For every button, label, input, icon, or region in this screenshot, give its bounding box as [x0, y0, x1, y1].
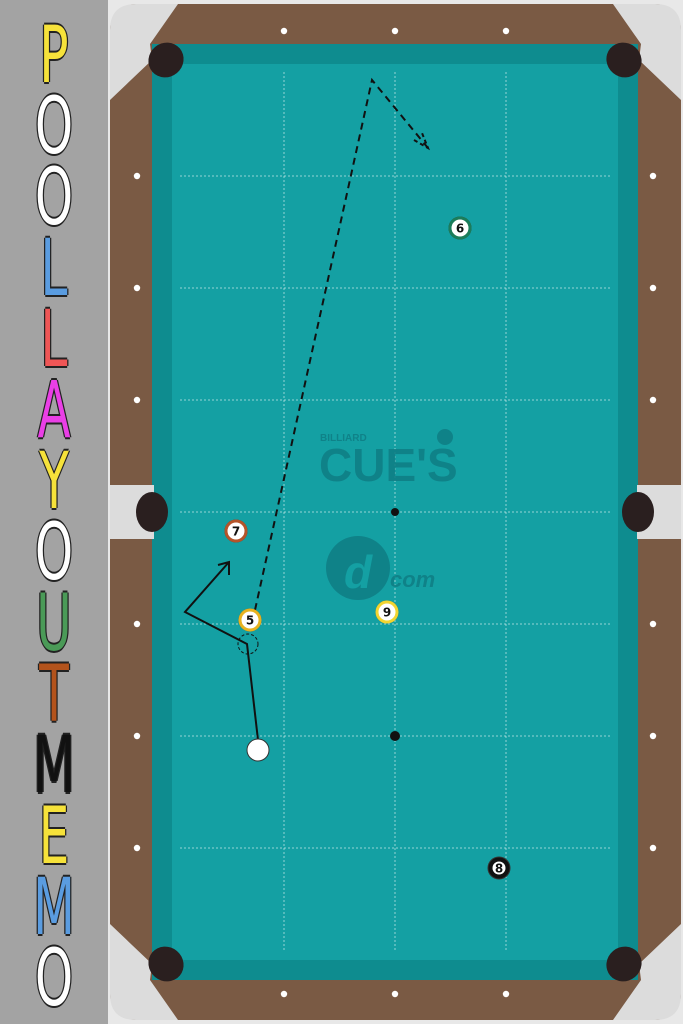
- logo-d-letter: d: [344, 546, 373, 598]
- ball-7[interactable]: 7: [224, 519, 248, 543]
- diamond-marker: [133, 396, 141, 404]
- diamond-marker: [649, 172, 657, 180]
- title-letter: P: [39, 11, 69, 101]
- diamond-marker: [133, 172, 141, 180]
- diamond-marker: [133, 620, 141, 628]
- logo-cues-text: CUE'S: [319, 439, 458, 491]
- cues-logo: BILLIARD CUE'S d com: [319, 429, 458, 600]
- logo-billiard-text: BILLIARD: [320, 433, 367, 444]
- ball-number: 6: [456, 222, 464, 236]
- foot-spot: [390, 731, 400, 741]
- title-letter: A: [37, 366, 71, 456]
- diamond-marker: [280, 27, 288, 35]
- title-letter: O: [34, 153, 74, 243]
- object-ball-path: [254, 77, 429, 611]
- title-letter: M: [33, 863, 75, 953]
- pool-table[interactable]: BILLIARD CUE'S d com 5 6 7 8 9: [108, 0, 683, 1024]
- ball-number: 9: [383, 606, 391, 620]
- cue-ball-path: [183, 561, 259, 741]
- object-path-arrowhead: [413, 132, 430, 151]
- ghost-ball: [237, 633, 259, 655]
- ball-9[interactable]: 9: [375, 600, 399, 624]
- ball-6[interactable]: 6: [448, 216, 472, 240]
- title-letter: T: [39, 650, 69, 740]
- ball-number: 5: [246, 614, 254, 628]
- title-letter: M: [33, 721, 75, 811]
- rail-diamonds: [133, 27, 657, 998]
- ball-8[interactable]: 8: [487, 856, 511, 880]
- ball-5[interactable]: 5: [238, 608, 262, 632]
- diamond-marker: [133, 732, 141, 740]
- title-letter: O: [34, 934, 74, 1024]
- diamond-marker: [391, 27, 399, 35]
- logo-com-text: com: [390, 567, 435, 592]
- pocket-bottom-left: [148, 946, 184, 982]
- ball-number: 7: [232, 525, 240, 539]
- diamond-marker: [502, 27, 510, 35]
- title-letter: E: [38, 792, 70, 882]
- diamond-marker: [649, 396, 657, 404]
- cue-ball[interactable]: [246, 738, 270, 762]
- logo-d-icon: [326, 536, 390, 600]
- title-letter: L: [40, 295, 68, 385]
- title-letter: U: [36, 579, 72, 669]
- diamond-marker: [649, 620, 657, 628]
- diamond-marker: [649, 844, 657, 852]
- pocket-top-left: [148, 42, 184, 78]
- ball-number: 8: [495, 862, 503, 876]
- center-spot: [391, 508, 399, 516]
- diamond-marker: [280, 990, 288, 998]
- pocket-side-left: [136, 492, 168, 532]
- diamond-marker: [133, 284, 141, 292]
- pocket-bottom-right: [606, 946, 642, 982]
- shot-paths: [183, 77, 430, 741]
- title-letter: L: [40, 224, 68, 314]
- diamond-marker: [649, 284, 657, 292]
- diamond-marker: [649, 732, 657, 740]
- pockets: [136, 42, 654, 982]
- logo-ball-icon: [437, 429, 453, 445]
- diamond-marker: [502, 990, 510, 998]
- title-letter: O: [34, 508, 74, 598]
- pocket-top-right: [606, 42, 642, 78]
- title-letter: O: [34, 82, 74, 172]
- diamond-marker: [133, 844, 141, 852]
- pocket-side-right: [622, 492, 654, 532]
- balls-layer[interactable]: 5 6 7 8 9: [224, 216, 511, 880]
- cue-path-arrowhead: [217, 560, 230, 575]
- title-letter: Y: [39, 437, 69, 527]
- diamond-marker: [391, 990, 399, 998]
